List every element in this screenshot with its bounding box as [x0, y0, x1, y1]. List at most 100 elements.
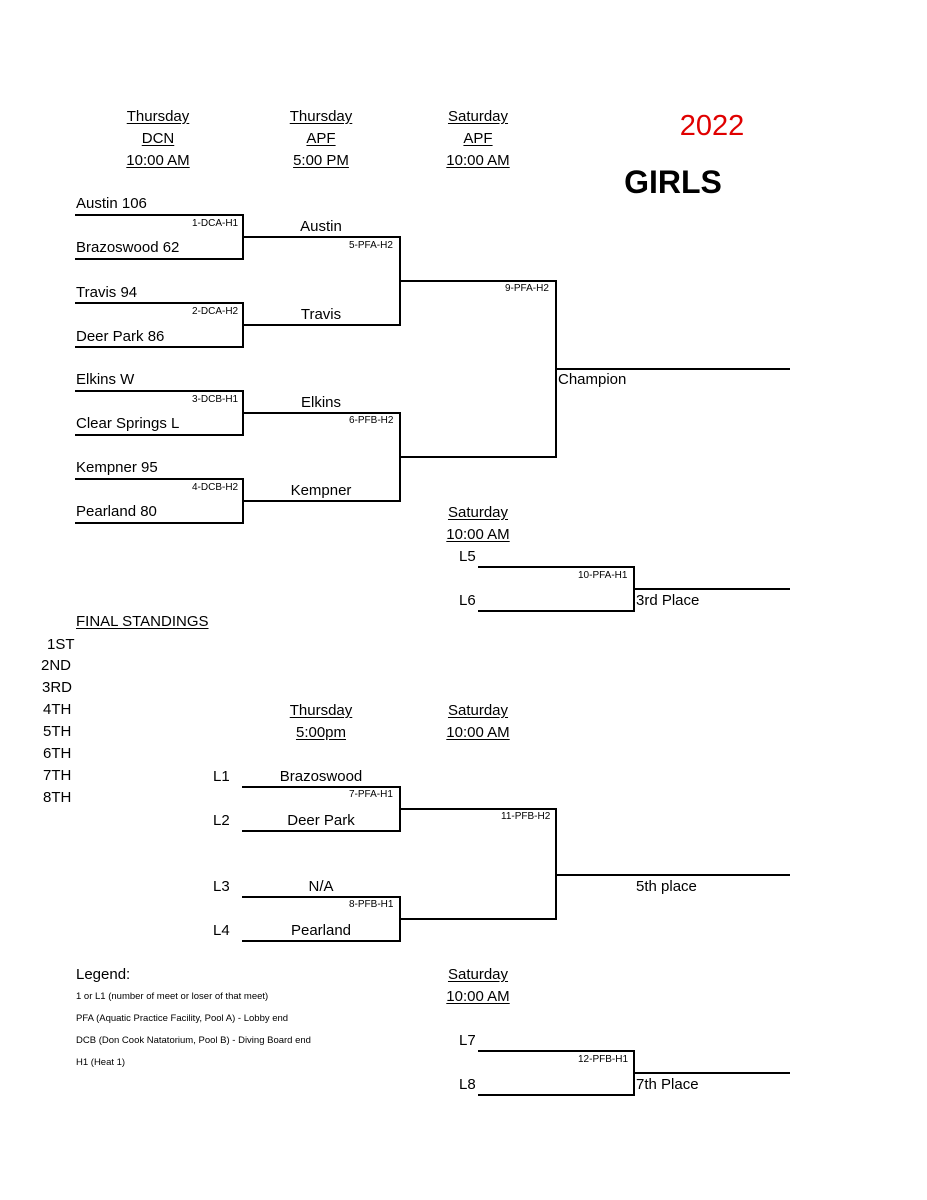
- cons-col2-day: Saturday: [447, 702, 509, 719]
- third-place-label: 3rd Place: [636, 592, 700, 609]
- r1-team: Clear Springs L: [76, 415, 180, 432]
- bracket-line: [478, 1094, 634, 1096]
- standing-place: 5TH: [43, 723, 72, 740]
- third-top-label: L5: [459, 548, 476, 565]
- heat-code: 2-DCA-H2: [192, 306, 239, 317]
- cons-seed-label: L3: [213, 878, 230, 895]
- standing-place: 1ST: [47, 636, 75, 653]
- heat-code: 6-PFB-H2: [349, 415, 394, 426]
- seventh-top-label: L7: [459, 1032, 476, 1049]
- seventh-bottom-label: L8: [459, 1076, 476, 1093]
- bracket-line: [399, 280, 556, 282]
- cons-team: Brazoswood: [279, 768, 363, 785]
- col2-day: Thursday: [289, 108, 353, 125]
- standings-title: FINAL STANDINGS: [76, 613, 209, 630]
- standing-place: 4TH: [43, 701, 72, 718]
- col2-time: 5:00 PM: [293, 152, 349, 169]
- heat-code: 5-PFA-H2: [349, 240, 393, 251]
- bracket-line: [75, 522, 243, 524]
- heat-code: 7-PFA-H1: [349, 789, 393, 800]
- standing-place: 6TH: [43, 745, 72, 762]
- r2-team: Travis: [300, 306, 342, 323]
- standing-place: 8TH: [43, 789, 72, 806]
- r1-team: Pearland 80: [76, 503, 157, 520]
- col3-day: Saturday: [447, 108, 509, 125]
- heat-code: 1-DCA-H1: [192, 218, 239, 229]
- cons-col1-time: 5:00pm: [295, 724, 347, 741]
- cons-team: Deer Park: [287, 812, 355, 829]
- legend-title: Legend:: [76, 966, 131, 983]
- third-time: 10:00 AM: [446, 526, 510, 543]
- cons-team: Pearland: [290, 922, 352, 939]
- bracket-line: [478, 610, 634, 612]
- bracket-line: [633, 588, 790, 590]
- r2-team: Elkins: [300, 394, 342, 411]
- bracket-line: [478, 566, 634, 568]
- third-bottom-label: L6: [459, 592, 476, 609]
- bracket-line: [242, 940, 400, 942]
- cons-seed-label: L4: [213, 922, 230, 939]
- col3-time: 10:00 AM: [446, 152, 510, 169]
- heat-code: 4-DCB-H2: [192, 482, 239, 493]
- third-day: Saturday: [447, 504, 509, 521]
- col1-venue: DCN: [141, 130, 175, 147]
- bracket-line: [75, 258, 243, 260]
- year-label: 2022: [679, 110, 745, 142]
- bracket-line: [242, 324, 400, 326]
- r1-team: Deer Park 86: [76, 328, 165, 345]
- seventh-place-label: 7th Place: [636, 1076, 699, 1093]
- cons-seed-label: L1: [213, 768, 230, 785]
- bracket-line: [242, 896, 400, 898]
- r2-team: Austin: [300, 218, 342, 235]
- bracket-line: [242, 412, 400, 414]
- bracket-line: [633, 1072, 790, 1074]
- bracket-line: [242, 236, 400, 238]
- r2-team: Kempner: [290, 482, 352, 499]
- bracket-line: [75, 302, 243, 304]
- bracket-line: [75, 346, 243, 348]
- legend-line: 1 or L1 (number of meet or loser of that…: [76, 991, 269, 1002]
- bracket-line: [399, 808, 556, 810]
- bracket-line: [75, 390, 243, 392]
- heat-code: 10-PFA-H1: [578, 570, 628, 581]
- r1-team: Travis 94: [76, 284, 138, 301]
- heat-code: 11-PFB-H2: [501, 811, 551, 822]
- seventh-time: 10:00 AM: [446, 988, 510, 1005]
- standing-place: 7TH: [43, 767, 72, 784]
- standing-place: 2ND: [41, 657, 72, 674]
- bracket-line: [75, 478, 243, 480]
- heat-code: 9-PFA-H2: [505, 283, 549, 294]
- cons-seed-label: L2: [213, 812, 230, 829]
- champion-label: Champion: [558, 371, 627, 388]
- bracket-line: [399, 918, 556, 920]
- bracket-line: [478, 1050, 634, 1052]
- col2-venue: APF: [306, 130, 336, 147]
- bracket-line: [242, 830, 400, 832]
- r1-team: Brazoswood 62: [76, 239, 180, 256]
- col1-time: 10:00 AM: [126, 152, 190, 169]
- bracket-line: [242, 500, 400, 502]
- fifth-place-label: 5th place: [636, 878, 697, 895]
- bracket-line: [75, 214, 243, 216]
- cons-team: N/A: [308, 878, 334, 895]
- bracket-line: [555, 874, 790, 876]
- legend-line: DCB (Don Cook Natatorium, Pool B) - Divi…: [76, 1035, 311, 1046]
- legend-line: H1 (Heat 1): [76, 1057, 126, 1068]
- legend-line: PFA (Aquatic Practice Facility, Pool A) …: [76, 1013, 289, 1024]
- bracket-line: [75, 434, 243, 436]
- cons-col1-day: Thursday: [289, 702, 353, 719]
- r1-team: Austin 106: [76, 195, 147, 212]
- seventh-day: Saturday: [447, 966, 509, 983]
- heat-code: 3-DCB-H1: [192, 394, 239, 405]
- bracket-line: [555, 368, 790, 370]
- bracket-line: [399, 456, 556, 458]
- standing-place: 3RD: [42, 679, 73, 696]
- col3-venue: APF: [463, 130, 493, 147]
- r1-team: Elkins W: [76, 371, 135, 388]
- col1-day: Thursday: [126, 108, 190, 125]
- page-title: GIRLS: [624, 164, 722, 200]
- bracket-line: [242, 786, 400, 788]
- heat-code: 8-PFB-H1: [349, 899, 394, 910]
- cons-col2-time: 10:00 AM: [446, 724, 510, 741]
- bracket-line: [555, 808, 557, 920]
